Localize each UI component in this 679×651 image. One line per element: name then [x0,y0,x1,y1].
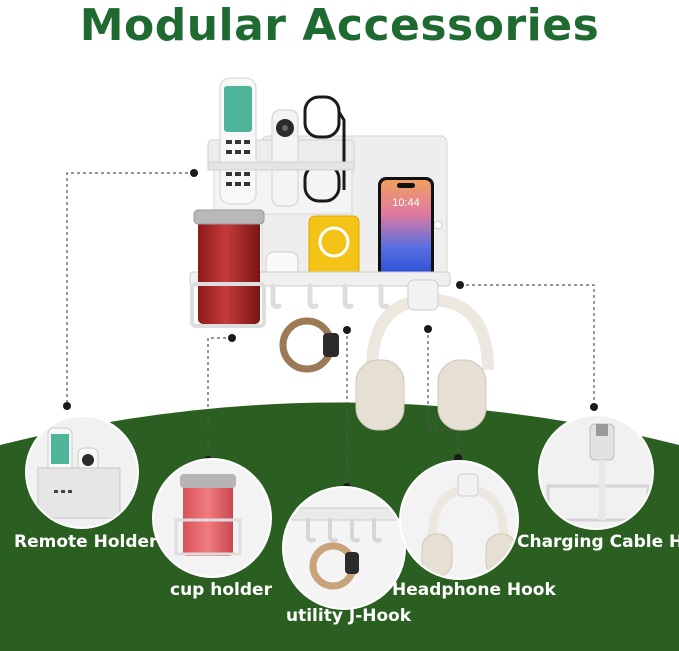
cup-ring [190,282,266,328]
j-hooks [270,283,390,309]
detail-charging-cable-hole [538,414,654,530]
connector-lines [66,172,595,487]
red-tumbler [198,214,260,324]
page-title: Modular Accessories [79,0,600,51]
label-remote-holder: Remote Holder [14,532,158,552]
detail-cup-holder [152,458,272,578]
battery-pack [308,215,360,279]
label-headphone-hook: Headphone Hook [392,580,556,600]
phone-time: 10:44 [392,197,420,209]
label-utility-j-hook: utility J-Hook [286,606,412,626]
label-charging-cable-hole: Charging Cable Hole [517,532,679,552]
detail-j-hook [282,486,406,610]
label-cup-holder: cup holder [170,580,272,600]
headphones [355,279,494,431]
detail-remote-holder [25,415,139,529]
